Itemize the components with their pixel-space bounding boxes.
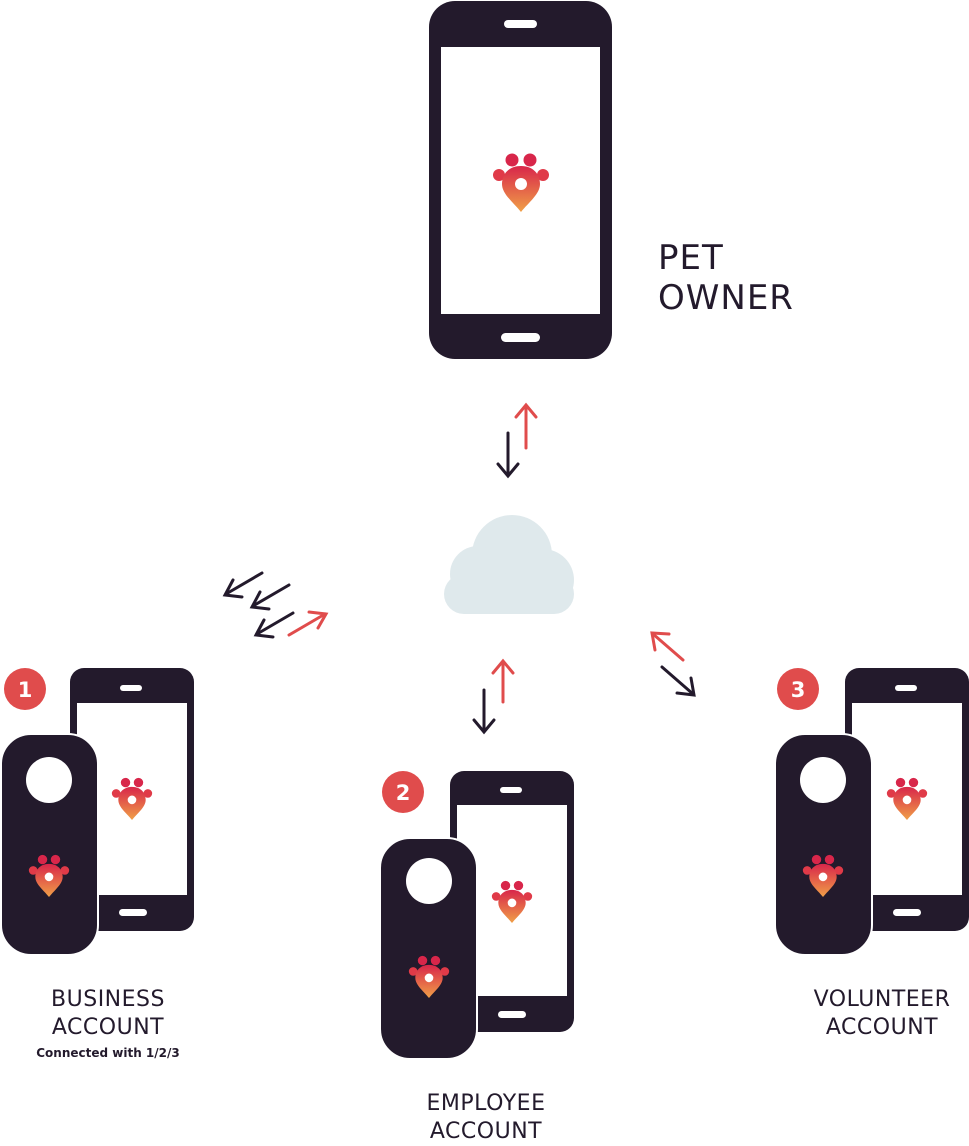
arrow-down-icon bbox=[472, 688, 496, 735]
arrows-pet-owner-cloud bbox=[496, 402, 538, 479]
tracker-button bbox=[800, 757, 846, 803]
pet-owner-label: PET OWNER bbox=[658, 238, 794, 318]
pet-owner-label-line2: OWNER bbox=[658, 278, 794, 318]
employee-account-label: EMPLOYEE ACCOUNT bbox=[396, 1090, 576, 1146]
phone-home-button bbox=[501, 333, 540, 342]
arrow-up-icon bbox=[491, 658, 515, 704]
arrow-icon bbox=[249, 583, 291, 611]
arrows-business-cloud bbox=[222, 571, 329, 639]
arrows-employee-cloud bbox=[472, 658, 515, 735]
arrow-icon bbox=[650, 631, 685, 662]
pet-owner-label-line1: PET bbox=[658, 238, 724, 278]
pet-tracker-icon bbox=[774, 733, 873, 956]
pet-owner-phone bbox=[429, 1, 612, 359]
business-label-line2: ACCOUNT bbox=[51, 1015, 165, 1040]
tracker-button bbox=[406, 858, 452, 904]
phone-home-button bbox=[498, 1011, 526, 1018]
business-label-line1: BUSINESS bbox=[51, 987, 165, 1012]
employee-label-line2: ACCOUNT bbox=[429, 1119, 543, 1144]
badge-1 bbox=[4, 668, 46, 710]
business-connection-note: Connected with 1/2/3 bbox=[36, 1046, 180, 1060]
badge-2-number: 2 bbox=[396, 781, 411, 805]
business-devices: 1 bbox=[0, 668, 194, 956]
badge-1-number: 1 bbox=[18, 678, 33, 702]
tracker-button bbox=[26, 757, 72, 803]
employee-label-line1: EMPLOYEE bbox=[426, 1091, 546, 1116]
arrow-up-icon bbox=[514, 402, 538, 450]
badge-3 bbox=[777, 668, 819, 710]
employee-devices: 2 bbox=[379, 771, 574, 1060]
volunteer-label-line1: VOLUNTEER bbox=[813, 987, 951, 1012]
arrow-icon bbox=[222, 571, 264, 599]
phone-speaker bbox=[504, 20, 537, 28]
phone-speaker bbox=[120, 685, 142, 691]
arrow-down-icon bbox=[496, 431, 520, 479]
phone-home-button bbox=[893, 909, 921, 916]
volunteer-devices: 3 bbox=[774, 668, 969, 956]
cloud-icon bbox=[444, 515, 574, 614]
phone-speaker bbox=[895, 685, 917, 691]
arrow-icon bbox=[660, 665, 696, 697]
pet-tracker-icon bbox=[379, 837, 478, 1060]
volunteer-account-label: VOLUNTEER ACCOUNT bbox=[792, 986, 969, 1042]
arrow-icon bbox=[287, 610, 329, 637]
pet-tracker-icon bbox=[0, 733, 99, 956]
badge-3-number: 3 bbox=[791, 678, 806, 702]
business-account-label: BUSINESS ACCOUNT bbox=[18, 986, 198, 1042]
arrow-icon bbox=[253, 611, 295, 639]
volunteer-label-line2: ACCOUNT bbox=[825, 1015, 939, 1040]
badge-2 bbox=[382, 771, 424, 813]
phone-speaker bbox=[500, 787, 522, 793]
phone-home-button bbox=[119, 909, 147, 916]
arrows-volunteer-cloud bbox=[650, 631, 696, 697]
